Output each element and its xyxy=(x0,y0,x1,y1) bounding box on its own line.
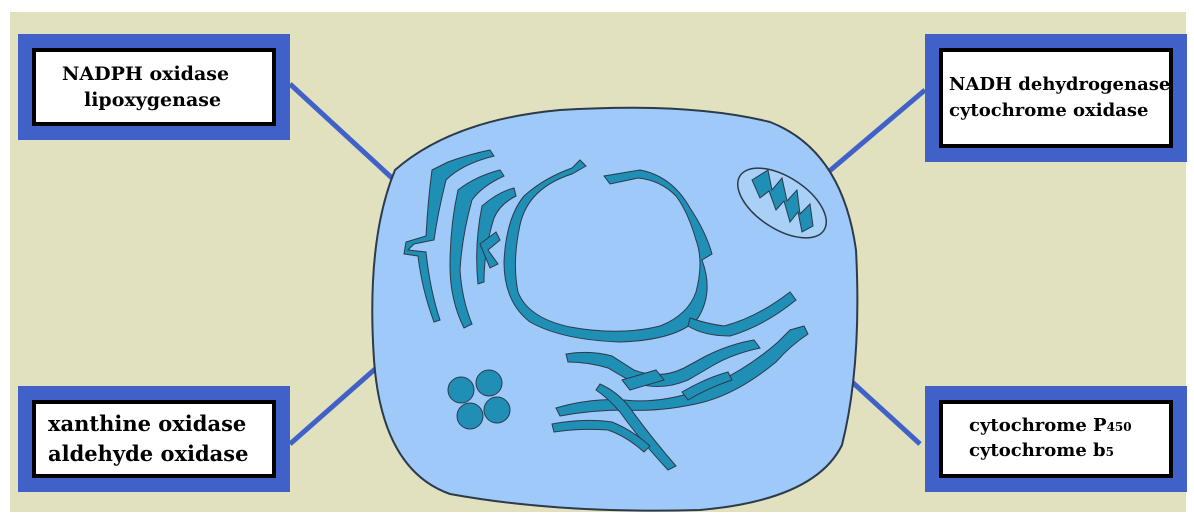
label-aldehyde-oxidase: aldehyde oxidase xyxy=(48,439,272,469)
connector-plasma-membrane xyxy=(290,84,392,178)
label-cytochrome-p450: cytochrome P450 xyxy=(969,414,1169,439)
label-xanthine-oxidase: xanthine oxidase xyxy=(48,409,272,439)
label-lipoxygenase: lipoxygenase xyxy=(62,87,272,113)
label-box-cytosol: xanthine oxidase aldehyde oxidase xyxy=(18,386,290,492)
label-box-plasma-membrane: NADPH oxidase lipoxygenase xyxy=(18,34,290,140)
label-box-mitochondria: NADH dehydrogenase cytochrome oxidase xyxy=(925,34,1187,162)
label-nadh-dehydrogenase: NADH dehydrogenase xyxy=(949,72,1169,98)
label-cytochrome-b5: cytochrome b5 xyxy=(969,439,1169,464)
label-nadph-oxidase: NADPH oxidase xyxy=(62,61,272,87)
label-cytochrome-oxidase: cytochrome oxidase xyxy=(949,98,1169,124)
label-box-endoplasmic-reticulum: cytochrome P450 cytochrome b5 xyxy=(925,386,1187,492)
